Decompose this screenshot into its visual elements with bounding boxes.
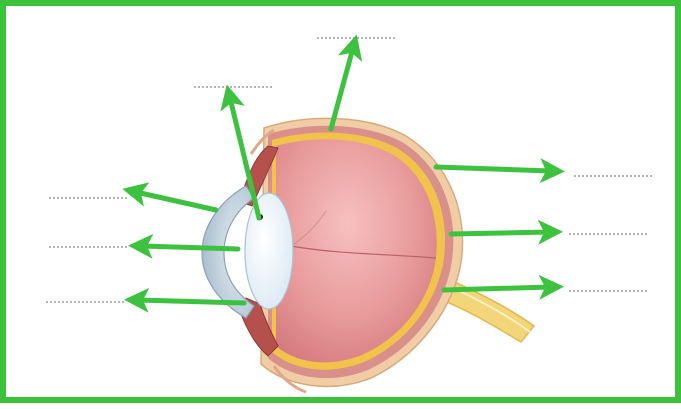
lens — [245, 193, 293, 309]
eye-diagram — [6, 6, 681, 409]
arrow-to-left-2 — [142, 246, 238, 249]
arrow-to-top-center — [331, 48, 353, 129]
arrow-to-left-3 — [138, 300, 244, 303]
arrow-to-right-3 — [444, 287, 550, 290]
arrow-to-left-1 — [136, 192, 216, 210]
arrow-to-right-1 — [436, 167, 551, 171]
arrow-to-right-2 — [451, 232, 549, 234]
